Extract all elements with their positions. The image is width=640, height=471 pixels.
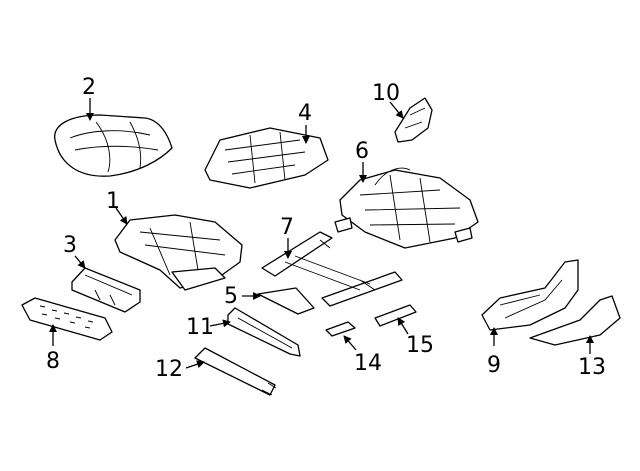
part-11-bar xyxy=(227,307,301,357)
callout-7: 7 xyxy=(280,215,294,240)
callout-9: 9 xyxy=(487,353,501,378)
part-14-clip xyxy=(325,321,356,337)
part-3-side-pad xyxy=(71,267,141,313)
part-5-sheet xyxy=(257,287,315,315)
callout-11: 11 xyxy=(186,315,214,340)
callout-15: 15 xyxy=(406,333,434,358)
part-15-clip xyxy=(374,304,417,327)
callout-10: 10 xyxy=(372,81,400,106)
part-6-seat-frame xyxy=(334,167,479,249)
callout-4: 4 xyxy=(298,101,312,126)
part-1-seat-pan xyxy=(114,214,243,291)
callout-12: 12 xyxy=(155,357,183,382)
callout-6: 6 xyxy=(355,139,369,164)
part-10-bracket xyxy=(394,97,433,143)
leader-lines xyxy=(49,98,594,369)
part-8-plate xyxy=(21,297,113,341)
callout-14: 14 xyxy=(354,351,382,376)
callout-8: 8 xyxy=(46,349,60,374)
part-4-mat xyxy=(204,127,329,189)
callout-13: 13 xyxy=(578,355,606,380)
part-2-cushion-pad xyxy=(54,114,173,177)
callout-3: 3 xyxy=(63,233,77,258)
part-12-motor xyxy=(194,347,277,396)
part-9-side-shield xyxy=(481,259,579,331)
part-13-trim xyxy=(529,295,621,346)
callout-numbers: 2 4 10 6 1 3 7 5 11 8 12 14 15 9 13 xyxy=(46,75,606,382)
callout-5: 5 xyxy=(224,284,238,309)
part-7-tracks xyxy=(261,231,403,307)
callout-2: 2 xyxy=(82,75,96,100)
callout-1: 1 xyxy=(106,189,120,214)
